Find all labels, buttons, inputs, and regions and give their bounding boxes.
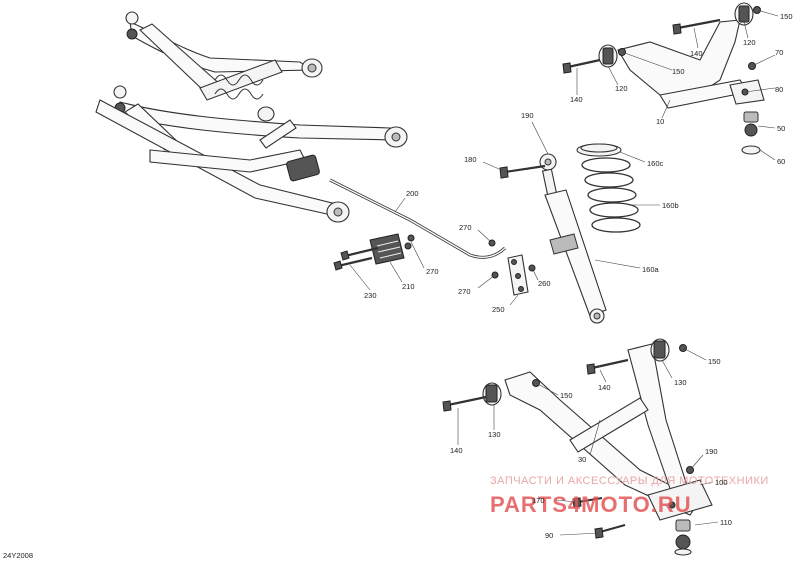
callout-200: 200 bbox=[406, 189, 419, 198]
callout-140: 140 bbox=[598, 383, 611, 392]
callout-250: 250 bbox=[492, 305, 505, 314]
callout-270: 270 bbox=[459, 223, 472, 232]
watermark-line2: PARTS4MOTO.RU bbox=[490, 492, 692, 517]
callout-140: 140 bbox=[450, 446, 463, 455]
upper-a-arm-group bbox=[562, 2, 765, 155]
callout-210: 210 bbox=[402, 282, 415, 291]
callout-120: 120 bbox=[743, 38, 756, 47]
callout-150: 150 bbox=[780, 12, 793, 21]
callout-100: 100 bbox=[715, 478, 728, 487]
callout-160b: 160b bbox=[662, 201, 679, 210]
callout-labels: 150 120 140 70 80 150 140 120 10 50 60 1… bbox=[364, 12, 793, 540]
callout-130: 130 bbox=[488, 430, 501, 439]
callout-80: 80 bbox=[775, 85, 783, 94]
callout-260: 260 bbox=[538, 279, 551, 288]
callout-150: 150 bbox=[672, 67, 685, 76]
callout-130: 130 bbox=[674, 378, 687, 387]
callout-180: 180 bbox=[464, 155, 477, 164]
callout-190: 190 bbox=[521, 111, 534, 120]
leader-lines bbox=[349, 9, 779, 536]
callout-150: 150 bbox=[560, 391, 573, 400]
callout-270: 270 bbox=[426, 267, 439, 276]
callout-160c: 160c bbox=[647, 159, 664, 168]
watermark-line1: ЗАПЧАСТИ И АКСЕССУАРЫ ДЛЯ МОТОТЕХНИКИ bbox=[490, 475, 769, 487]
shock-absorber-group bbox=[499, 143, 641, 324]
callout-90: 90 bbox=[545, 531, 553, 540]
callout-270: 270 bbox=[458, 287, 471, 296]
callout-60: 60 bbox=[777, 157, 785, 166]
callout-70: 70 bbox=[775, 48, 783, 57]
callout-110: 110 bbox=[720, 518, 732, 527]
callout-170: 170 bbox=[532, 496, 545, 505]
callout-140: 140 bbox=[690, 49, 703, 58]
overview-assembly bbox=[95, 11, 408, 223]
callout-230: 230 bbox=[364, 291, 377, 300]
callout-160a: 160a bbox=[642, 265, 660, 274]
callout-120: 120 bbox=[615, 84, 628, 93]
watermark: ЗАПЧАСТИ И АКСЕССУАРЫ ДЛЯ МОТОТЕХНИКИ PA… bbox=[490, 475, 769, 517]
callout-140: 140 bbox=[570, 95, 583, 104]
sway-bar-group bbox=[329, 178, 536, 296]
callout-30: 30 bbox=[578, 455, 586, 464]
diagram-code: 24Y2008 bbox=[3, 551, 33, 560]
lower-a-arm-group bbox=[442, 338, 713, 556]
callout-190: 190 bbox=[705, 447, 718, 456]
callout-50: 50 bbox=[777, 124, 785, 133]
callout-150: 150 bbox=[708, 357, 721, 366]
callout-10: 10 bbox=[656, 117, 664, 126]
